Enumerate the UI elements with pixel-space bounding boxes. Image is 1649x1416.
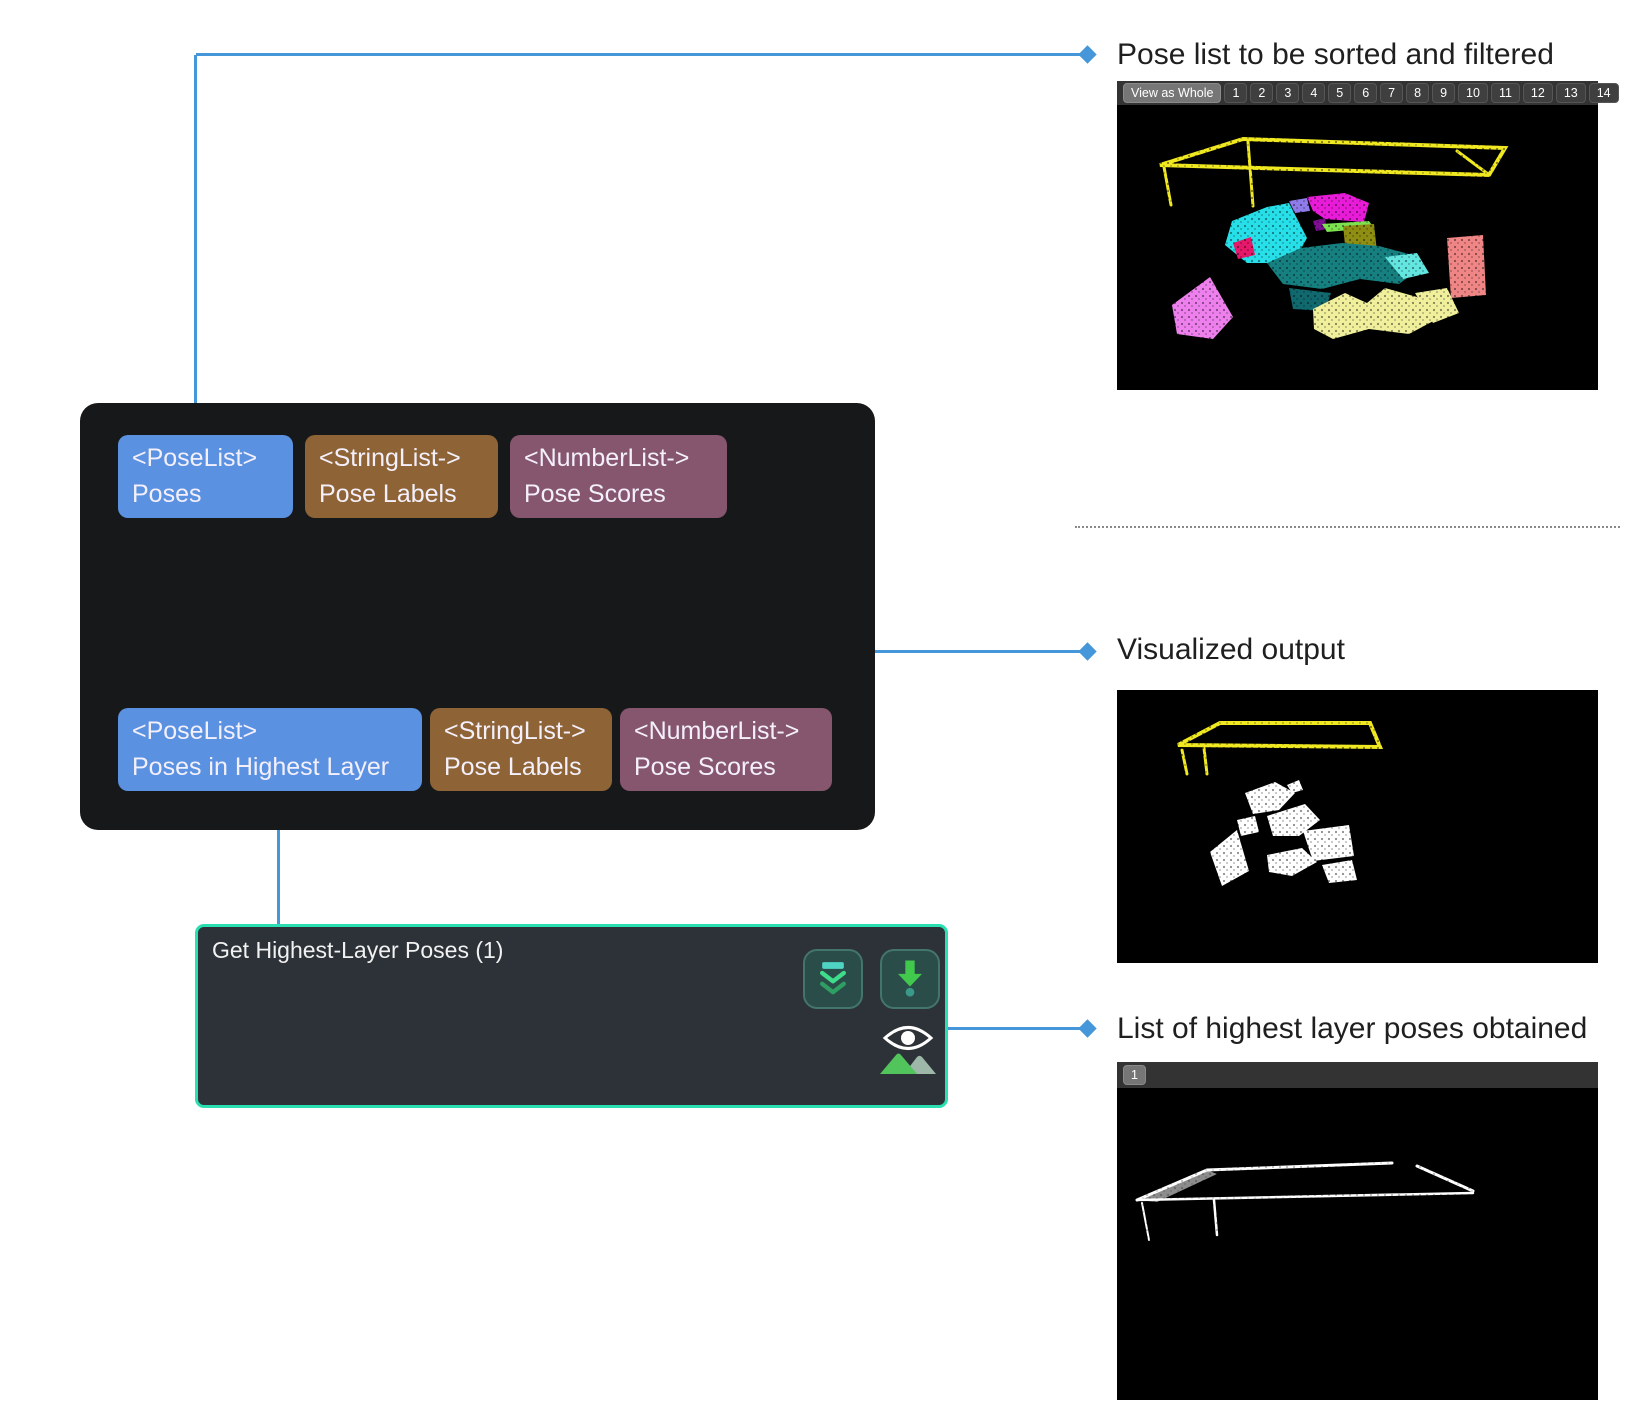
connector-top-horizontal — [196, 53, 1082, 56]
download-button[interactable] — [880, 949, 940, 1009]
pose-tab-9[interactable]: 9 — [1432, 83, 1456, 103]
pose-tab-12[interactable]: 12 — [1522, 83, 1553, 103]
arrow-down-icon — [890, 958, 930, 1001]
port-type-label: <NumberList-> — [524, 444, 690, 472]
port-type-label: <StringList-> — [319, 444, 461, 472]
double-chevron-down-icon — [813, 958, 853, 1001]
port-type-label: <PoseList> — [132, 444, 258, 472]
visualized-output-viewer — [1117, 690, 1598, 963]
output-port-pose-labels[interactable]: <StringList-> Pose Labels — [430, 708, 612, 791]
port-name-label: Pose Labels — [319, 480, 457, 508]
highest-layer-viewer-toolbar: 1 — [1117, 1062, 1598, 1088]
port-name-label: Poses in Highest Layer — [132, 753, 390, 781]
pose-tab-5[interactable]: 5 — [1328, 83, 1352, 103]
pose-tab-4[interactable]: 4 — [1302, 83, 1326, 103]
pose-list-viewer-toolbar: View as Whole 1 2 3 4 5 6 7 8 9 10 11 12… — [1117, 81, 1619, 105]
pose-tab-13[interactable]: 13 — [1555, 83, 1586, 103]
get-highest-layer-poses-node: <PoseList> Poses <StringList-> Pose Labe… — [80, 403, 948, 1108]
collapse-button[interactable] — [803, 949, 863, 1009]
connector-bottom-end-diamond — [1078, 1019, 1097, 1038]
highest-layer-pointcloud-view[interactable] — [1117, 1088, 1598, 1400]
pose-tab-1[interactable]: 1 — [1224, 83, 1248, 103]
connector-middle-horizontal — [860, 650, 1082, 653]
visualized-output-pointcloud-view[interactable] — [1117, 690, 1598, 963]
pose-tab-14[interactable]: 14 — [1588, 83, 1619, 103]
eye-icon — [882, 1024, 934, 1057]
highest-layer-viewer: 1 — [1117, 1062, 1598, 1400]
connector-middle-end-diamond — [1078, 642, 1097, 661]
input-port-pose-labels[interactable]: <StringList-> Pose Labels — [305, 435, 498, 518]
node-title: Get Highest-Layer Poses (1) — [212, 937, 504, 963]
highest-layer-tab-1[interactable]: 1 — [1123, 1065, 1146, 1085]
annotation-visualized-output: Visualized output — [1117, 633, 1345, 666]
mountains-icon — [880, 1050, 938, 1079]
output-port-poses-in-highest-layer[interactable]: <PoseList> Poses in Highest Layer — [118, 708, 422, 791]
pose-list-viewer: View as Whole 1 2 3 4 5 6 7 8 9 10 11 12… — [1117, 81, 1619, 390]
pose-tab-11[interactable]: 11 — [1490, 83, 1520, 103]
port-type-label: <PoseList> — [132, 717, 258, 745]
pose-tab-10[interactable]: 10 — [1458, 83, 1488, 103]
pose-tab-7[interactable]: 7 — [1380, 83, 1404, 103]
input-port-pose-scores[interactable]: <NumberList-> Pose Scores — [510, 435, 727, 518]
pose-list-pointcloud-view[interactable] — [1117, 105, 1598, 390]
port-type-label: <StringList-> — [444, 717, 586, 745]
pose-tab-3[interactable]: 3 — [1276, 83, 1300, 103]
visualize-output-toggle[interactable] — [880, 1024, 940, 1076]
connector-top-vertical — [194, 55, 197, 435]
input-port-poses[interactable]: <PoseList> Poses — [118, 435, 293, 518]
connector-bottom-vertical — [277, 795, 280, 1029]
connector-top-end-diamond — [1078, 45, 1097, 64]
node-body[interactable]: Get Highest-Layer Poses (1) — [195, 924, 948, 1108]
port-name-label: Poses — [132, 480, 202, 508]
annotation-pose-list: Pose list to be sorted and filtered — [1117, 38, 1554, 71]
pose-tab-2[interactable]: 2 — [1250, 83, 1274, 103]
port-name-label: Pose Scores — [524, 480, 666, 508]
port-name-label: Pose Scores — [634, 753, 776, 781]
pose-tab-8[interactable]: 8 — [1406, 83, 1430, 103]
pose-tab-6[interactable]: 6 — [1354, 83, 1378, 103]
annotation-highest-layer-list: List of highest layer poses obtained — [1117, 1012, 1588, 1045]
view-as-whole-button[interactable]: View as Whole — [1123, 83, 1222, 103]
section-divider — [1075, 526, 1620, 528]
port-type-label: <NumberList-> — [634, 717, 800, 745]
port-name-label: Pose Labels — [444, 753, 582, 781]
output-port-pose-scores[interactable]: <NumberList-> Pose Scores — [620, 708, 832, 791]
